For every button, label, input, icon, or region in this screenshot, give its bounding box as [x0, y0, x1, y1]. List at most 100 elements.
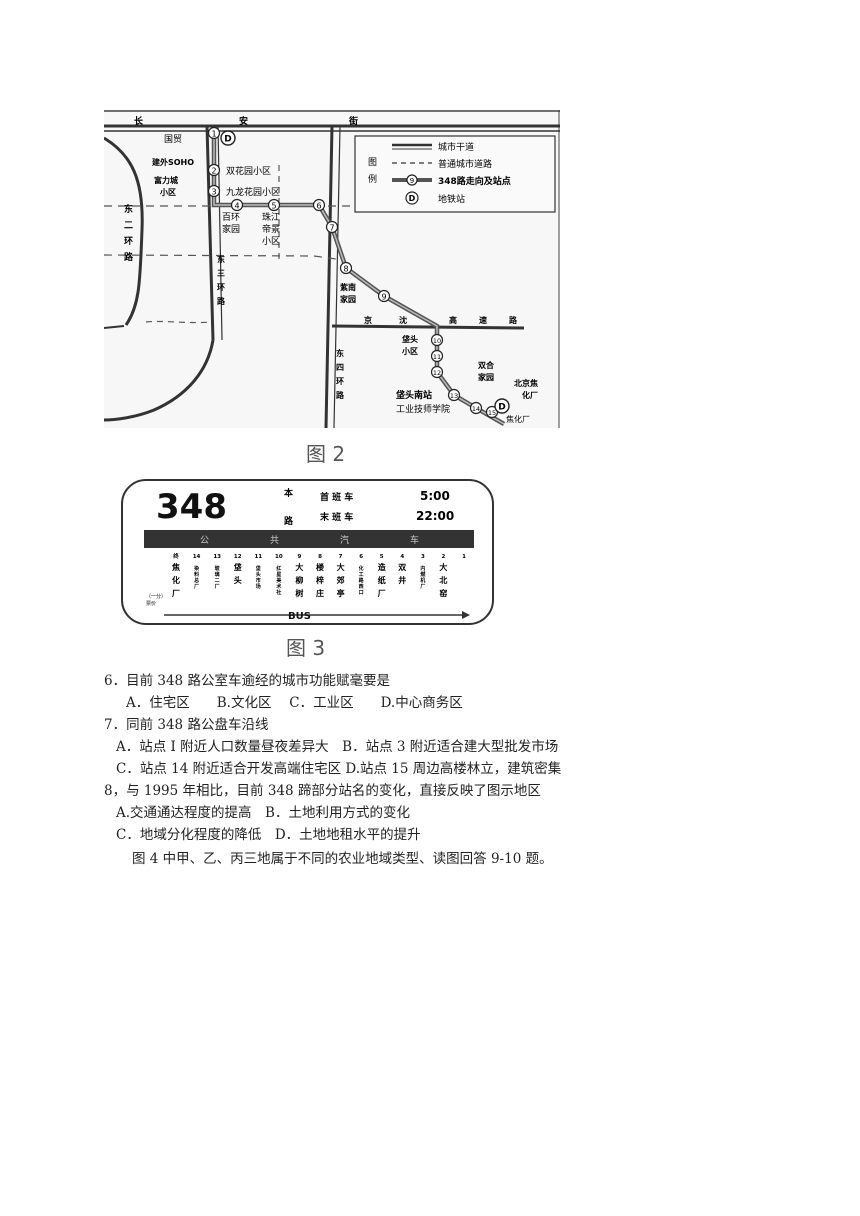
svg-text:9: 9 — [410, 177, 414, 185]
route-stop: 3 — [207, 184, 221, 198]
figure-2-caption: 图 2 — [306, 442, 346, 466]
station-number: 5 — [380, 554, 384, 560]
route-stop: 15 — [485, 405, 499, 419]
ring-road-label: 路 — [217, 296, 226, 306]
svg-text:普通城市道路: 普通城市道路 — [438, 158, 492, 170]
banner-char: 公 — [200, 535, 209, 546]
station-name: 化工路西口 — [359, 565, 365, 596]
station-column: 11 垡头市场 — [254, 554, 262, 590]
station-name: 大柳树 — [295, 562, 303, 598]
station-number: 4 — [400, 554, 404, 560]
ring-road-label: 三 — [217, 269, 225, 278]
place-label: 化厂 — [522, 390, 538, 400]
bus-label: BUS — [288, 611, 311, 622]
svg-text:12: 12 — [433, 369, 441, 377]
place-label: 双花园小区 — [226, 165, 271, 177]
place-label: 建外SOHO — [151, 157, 194, 167]
station-number: 终 — [172, 552, 179, 560]
fare-note: （一分） — [146, 593, 166, 600]
route-label: 路 — [284, 515, 294, 527]
station-number: 3 — [421, 554, 425, 560]
station-name: 造纸厂 — [378, 562, 386, 598]
street-label: 长 — [134, 115, 144, 127]
place-label: 小区 — [401, 346, 418, 356]
ring-road-label: 东 — [124, 203, 133, 215]
route-stop: 1 — [207, 126, 221, 140]
station-name: 大北窑 — [439, 562, 447, 598]
last-bus-time: 22:00 — [416, 509, 454, 523]
place-label: 九龙花园小区 — [226, 186, 280, 198]
figure-3-caption: 图 3 — [286, 636, 326, 660]
ring-road-label: 东 — [217, 254, 225, 264]
station-column: 2 大北窑 — [439, 554, 447, 598]
svg-text:3: 3 — [211, 188, 216, 197]
fare-note: 票价 — [146, 601, 156, 607]
last-bus-label: 末 班 车 — [319, 511, 353, 523]
question-8-options-ab: A.交通通达程度的提高 B．土地利用方式的变化 — [116, 805, 410, 821]
svg-text:15: 15 — [488, 409, 496, 417]
place-label: 北京焦 — [514, 378, 538, 388]
street-label: 安 — [239, 115, 248, 127]
ring-road-label: 环 — [336, 377, 344, 386]
svg-text:8: 8 — [343, 265, 348, 274]
banner-char: 车 — [410, 534, 419, 546]
svg-text:D: D — [409, 194, 416, 203]
station-number: 2 — [442, 554, 446, 560]
question-7-options-cd: C．站点 14 附近适合开发高端住宅区 D.站点 15 周边高楼林立，建筑密集 — [116, 761, 562, 777]
place-label: 珠江 — [262, 211, 280, 223]
station-list: 终焦化厂14染料总厂13玻璃二厂12垡头11垡头市场10红星美术社9大柳树8楼梓… — [171, 552, 466, 598]
question-7: 7．同前 348 路公盘车沿线 — [104, 717, 269, 733]
station-number: 7 — [339, 554, 343, 560]
svg-text:11: 11 — [433, 353, 441, 361]
svg-text:2: 2 — [211, 167, 216, 176]
place-label: 帝景 — [262, 223, 280, 235]
station-column: 1 — [462, 554, 466, 560]
svg-text:6: 6 — [316, 202, 321, 211]
expressway-label: 速 — [479, 315, 487, 325]
station-name: 玻璃二厂 — [215, 565, 221, 590]
ring-road-label: 东 — [336, 348, 344, 358]
svg-text:5: 5 — [271, 202, 276, 211]
route-map: 1 2 3 4 5 6 7 8 9 10 11 12 13 14 15 D D … — [104, 110, 560, 428]
place-label: 焦化厂 — [506, 414, 530, 424]
station-name: 红星美术社 — [275, 565, 282, 596]
station-number: 12 — [234, 554, 242, 560]
place-label: 国贸 — [164, 133, 182, 145]
map-legend: 图 例 城市干道 普通城市道路 9 348路走向及站点 D 地铁站 — [354, 135, 556, 213]
svg-text:9: 9 — [381, 293, 386, 302]
station-number: 8 — [318, 554, 322, 560]
ring-road-label: 四 — [336, 363, 344, 372]
station-name: 双井 — [398, 563, 406, 585]
place-label: 家园 — [478, 372, 494, 382]
route-stop: 10 — [430, 333, 444, 347]
station-number: 14 — [193, 554, 201, 560]
svg-text:1: 1 — [211, 130, 216, 139]
station-name: 焦化厂 — [171, 562, 180, 598]
route-stop: 2 — [207, 163, 221, 177]
station-number: 11 — [254, 554, 262, 560]
place-label: 富力城 — [154, 175, 178, 185]
route-stop: 7 — [325, 220, 339, 234]
place-label: 垡头南站 — [396, 389, 432, 401]
route-stop: 6 — [312, 198, 326, 212]
station-name: 大郊亭 — [337, 562, 345, 598]
route-stop: 13 — [447, 388, 461, 402]
place-label: 工业技师学院 — [396, 403, 450, 415]
station-name: 垡头市场 — [256, 565, 261, 590]
svg-text:D: D — [224, 135, 231, 145]
question-9-10-intro: 图 4 中甲、乙、丙三地属于不同的农业地域类型、读图回答 9-10 题。 — [132, 851, 553, 867]
metro-station-icon: D — [220, 130, 236, 146]
bus-stop-sign: 348 本 路 首 班 车 5:00 末 班 车 22:00 公 共 汽 车 （… — [121, 479, 494, 625]
station-number: 10 — [275, 554, 283, 560]
station-name: 楼梓庄 — [316, 562, 324, 598]
station-number: 9 — [298, 554, 302, 560]
svg-text:图: 图 — [368, 157, 377, 168]
question-6: 6．目前 348 路公室车逾经的城市功能赋毫要是 — [104, 673, 390, 689]
route-stop: 4 — [230, 198, 244, 212]
svg-text:13: 13 — [450, 392, 458, 400]
route-stop: 9 — [377, 289, 391, 303]
station-column: 8 楼梓庄 — [316, 554, 324, 598]
